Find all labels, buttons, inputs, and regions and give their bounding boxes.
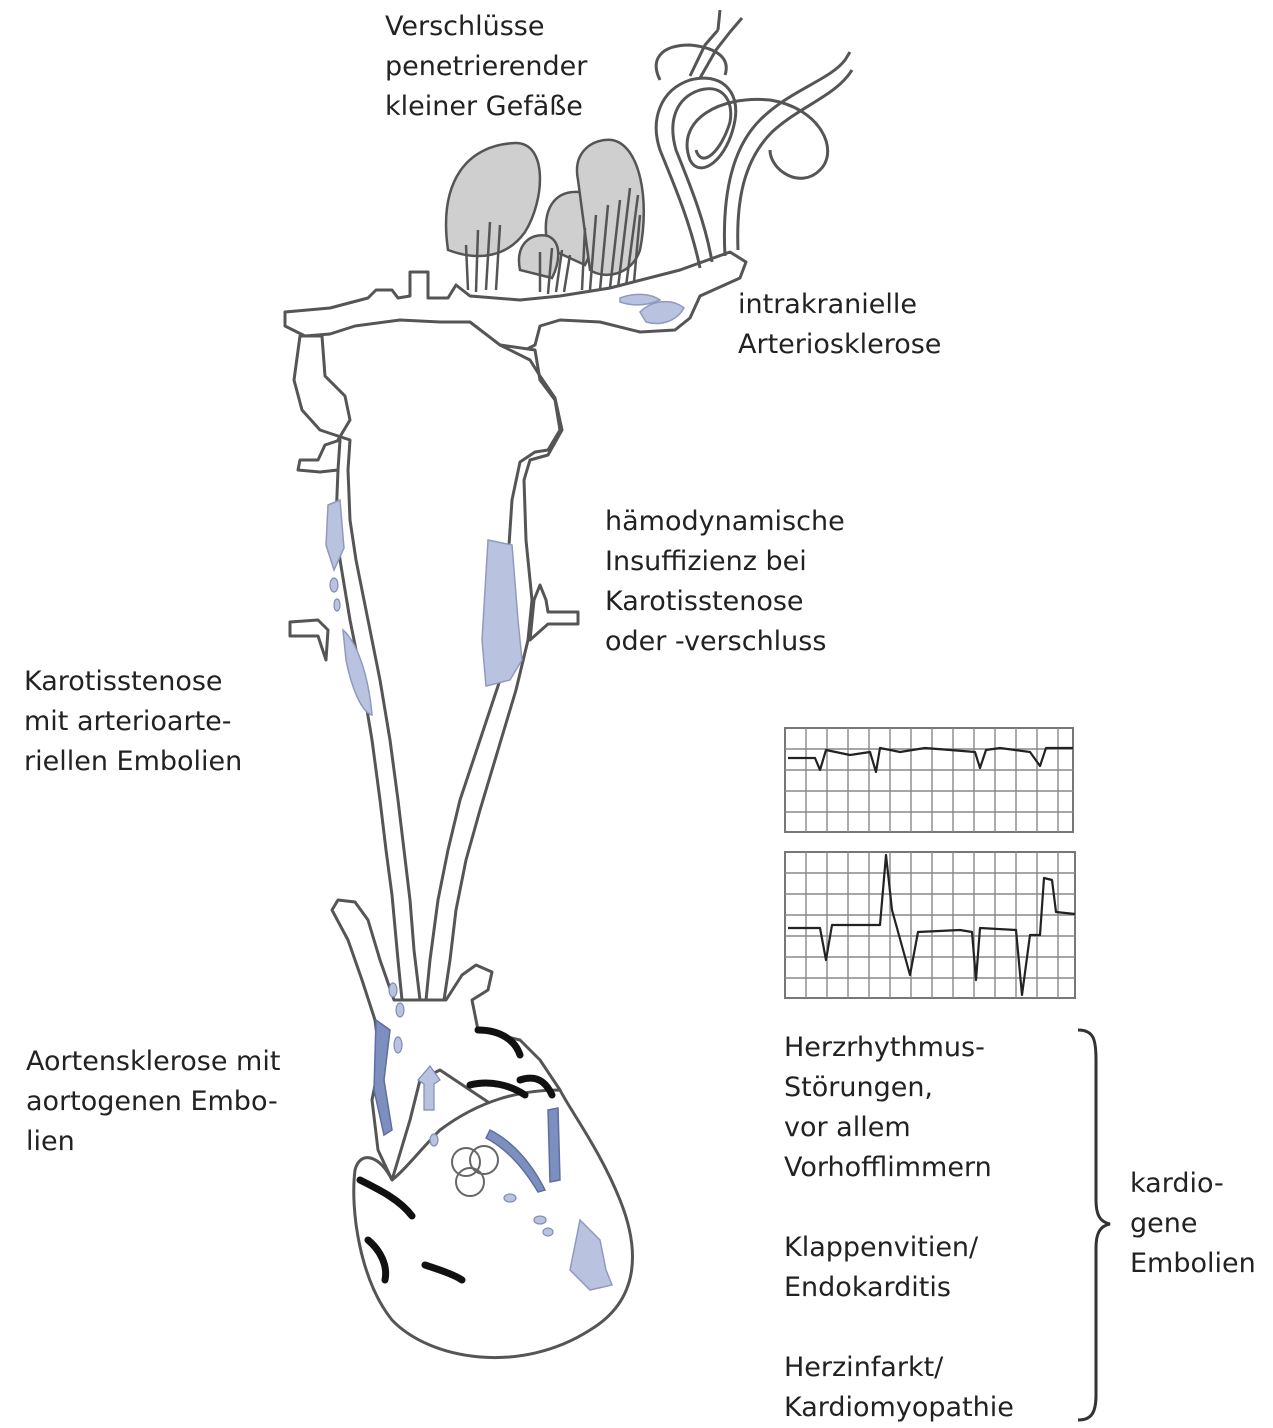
cardiogenic-brace (1078, 1030, 1110, 1420)
label-cardiogenic-emboli: kardio- gene Embolien (1130, 1164, 1256, 1284)
label-small-vessel-occlusion: Verschlüsse penetrierender kleiner Gefäß… (385, 7, 587, 127)
cerebral-arteries (285, 252, 746, 350)
posterior-vessel-loops (656, 10, 852, 268)
label-valve-disease: Klappenvitien/ Endokarditis (784, 1228, 978, 1308)
ecg-panel-atrial-fibrillation (785, 728, 1073, 832)
label-infarction: Herzinfarkt/ Kardiomyopathie (784, 1348, 1014, 1428)
neck-arteries (290, 336, 578, 1000)
label-intracranial-atherosclerosis: intrakranielle Arteriosklerose (738, 285, 941, 365)
label-hemodynamic-insufficiency: hämodynamische Insuffizienz bei Karotiss… (605, 502, 845, 662)
label-aortic-sclerosis: Aortensklerose mit aortogenen Embo- lien (26, 1042, 280, 1162)
label-carotid-stenosis: Karotisstenose mit arterioarte- riellen … (24, 662, 242, 782)
label-arrhythmia: Herzrhythmus- Störungen, vor allem Vorho… (784, 1028, 992, 1188)
ecg-panel-extrasystole (785, 852, 1075, 998)
